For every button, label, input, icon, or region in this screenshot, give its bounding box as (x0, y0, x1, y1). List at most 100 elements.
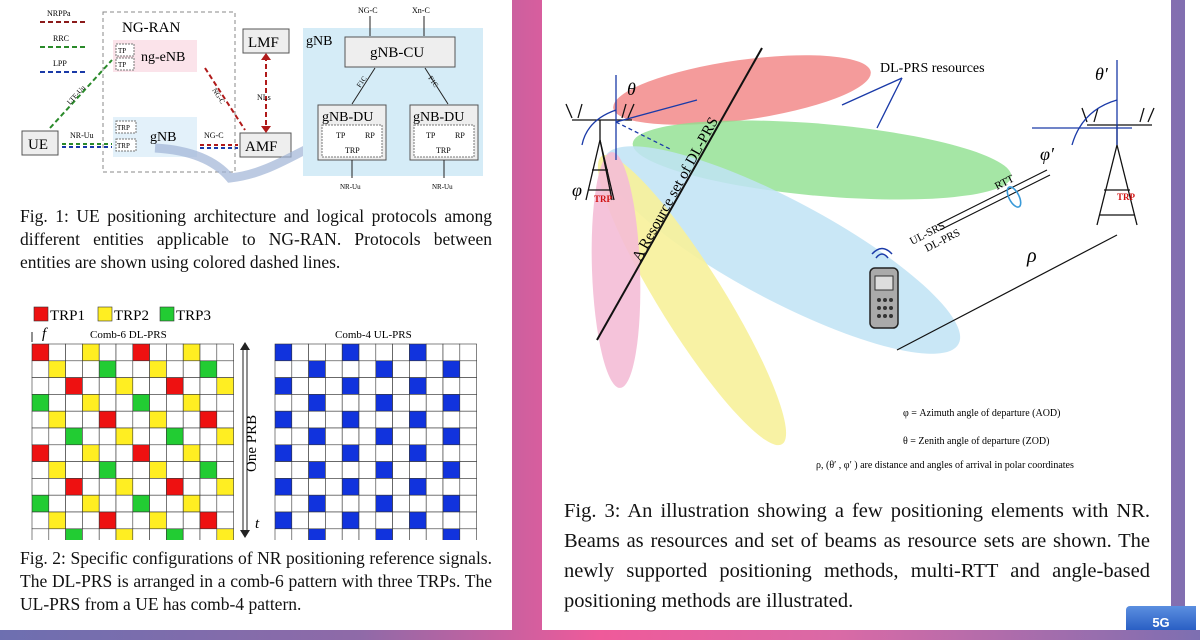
svg-text:TP: TP (336, 131, 346, 140)
grid-cell (48, 394, 66, 412)
grid-cell (392, 444, 410, 462)
grid-cell (166, 528, 184, 540)
dl-prs-grid (31, 343, 234, 540)
grid-cell (65, 343, 83, 362)
grid-cell (166, 478, 184, 496)
nls-label: NLs (257, 93, 271, 102)
ul-prs-title: Comb-4 UL-PRS (335, 329, 412, 341)
grid-cell (199, 410, 218, 429)
grid-cell (166, 461, 184, 479)
grid-cell (149, 511, 167, 530)
grid-cell (442, 343, 461, 362)
grid-cell (132, 343, 150, 362)
legend-nrppa: NRPPa (47, 9, 71, 18)
grid-cell (425, 410, 444, 429)
grid-cell (166, 494, 184, 513)
grid-cell (115, 461, 134, 479)
grid-cell (409, 478, 427, 496)
grid-cell (216, 394, 234, 412)
grid-cell (425, 360, 444, 378)
grid-cell (308, 343, 326, 362)
grid-cell (341, 360, 360, 378)
grid-cell (48, 494, 66, 513)
grid-cell (82, 444, 100, 462)
grid-cell (149, 478, 167, 496)
fig3-caption: Fig. 3: An illustration showing a few po… (564, 500, 1150, 612)
logo-badge: 5G (1126, 606, 1196, 630)
fig2-legend: TRP1 TRP2 TRP3 (33, 306, 211, 324)
grid-cell (459, 528, 477, 540)
grid-cell (65, 410, 83, 429)
svg-text:NR-Uu: NR-Uu (340, 183, 361, 191)
grid-cell (409, 461, 427, 479)
grid-cell (132, 394, 150, 412)
grid-cell (341, 461, 360, 479)
svg-text:NG-C: NG-C (358, 6, 378, 15)
grid-cell (291, 377, 309, 395)
grid-cell (98, 410, 117, 429)
grid-cell (291, 461, 309, 479)
grid-cell (199, 511, 218, 530)
svg-text:TP: TP (118, 47, 126, 55)
grid-cell (341, 478, 360, 496)
grid-cell (166, 511, 184, 530)
grid-cell (308, 410, 326, 429)
one-prb-label: One PRB (244, 415, 260, 472)
grid-cell (98, 343, 117, 362)
svg-text:TRP: TRP (436, 146, 451, 155)
ul-prs-grid (274, 343, 477, 540)
grid-cell (166, 427, 184, 446)
grid-cell (199, 528, 218, 540)
grid-cell (274, 478, 293, 496)
grid-cell (409, 427, 427, 446)
grid-cell (425, 377, 444, 395)
grid-cell (358, 461, 377, 479)
grid-cell (442, 377, 461, 395)
grid-cell (182, 461, 201, 479)
grid-cell (341, 444, 360, 462)
grid-cell (358, 377, 377, 395)
ue-label: UE (28, 137, 48, 153)
grid-cell (48, 410, 66, 429)
grid-cell (65, 427, 83, 446)
grid-cell (341, 343, 360, 362)
grid-cell (459, 410, 477, 429)
grid-cell (341, 410, 360, 429)
grid-cell (325, 461, 343, 479)
fig3-legend-2: θ = Zenith angle of departure (ZOD) (903, 436, 1049, 447)
grid-cell (182, 478, 201, 496)
phi-prime-label: φ′ (1040, 144, 1055, 164)
grid-cell (358, 410, 377, 429)
grid-cell (132, 427, 150, 446)
grid-cell (409, 511, 427, 530)
grid-cell (199, 461, 218, 479)
grid-cell (409, 343, 427, 362)
grid-cell (31, 410, 50, 429)
grid-cell (199, 494, 218, 513)
right-trp-label: TRP (1117, 192, 1136, 202)
grid-cell (442, 444, 461, 462)
grid-cell (425, 478, 444, 496)
grid-cell (459, 494, 477, 513)
grid-cell (132, 494, 150, 513)
grid-cell (199, 427, 218, 446)
grid-cell (132, 410, 150, 429)
grid-cell (425, 444, 444, 462)
grid-cell (149, 461, 167, 479)
grid-cell (442, 461, 461, 479)
grid-cell (182, 528, 201, 540)
grid-cell (149, 427, 167, 446)
grid-cell (82, 394, 100, 412)
fig1-caption: Fig. 1: UE positioning architecture and … (20, 206, 492, 272)
grid-cell (274, 410, 293, 429)
grid-cell (442, 394, 461, 412)
grid-cell (199, 394, 218, 412)
beam-yellow (597, 154, 787, 446)
grid-cell (358, 343, 377, 362)
rho-label: ρ (1026, 245, 1037, 267)
grid-cell (425, 394, 444, 412)
grid-cell (409, 377, 427, 395)
grid-cell (132, 528, 150, 540)
legend-rrc: RRC (53, 34, 69, 43)
legend-trp2: TRP2 (114, 308, 149, 324)
